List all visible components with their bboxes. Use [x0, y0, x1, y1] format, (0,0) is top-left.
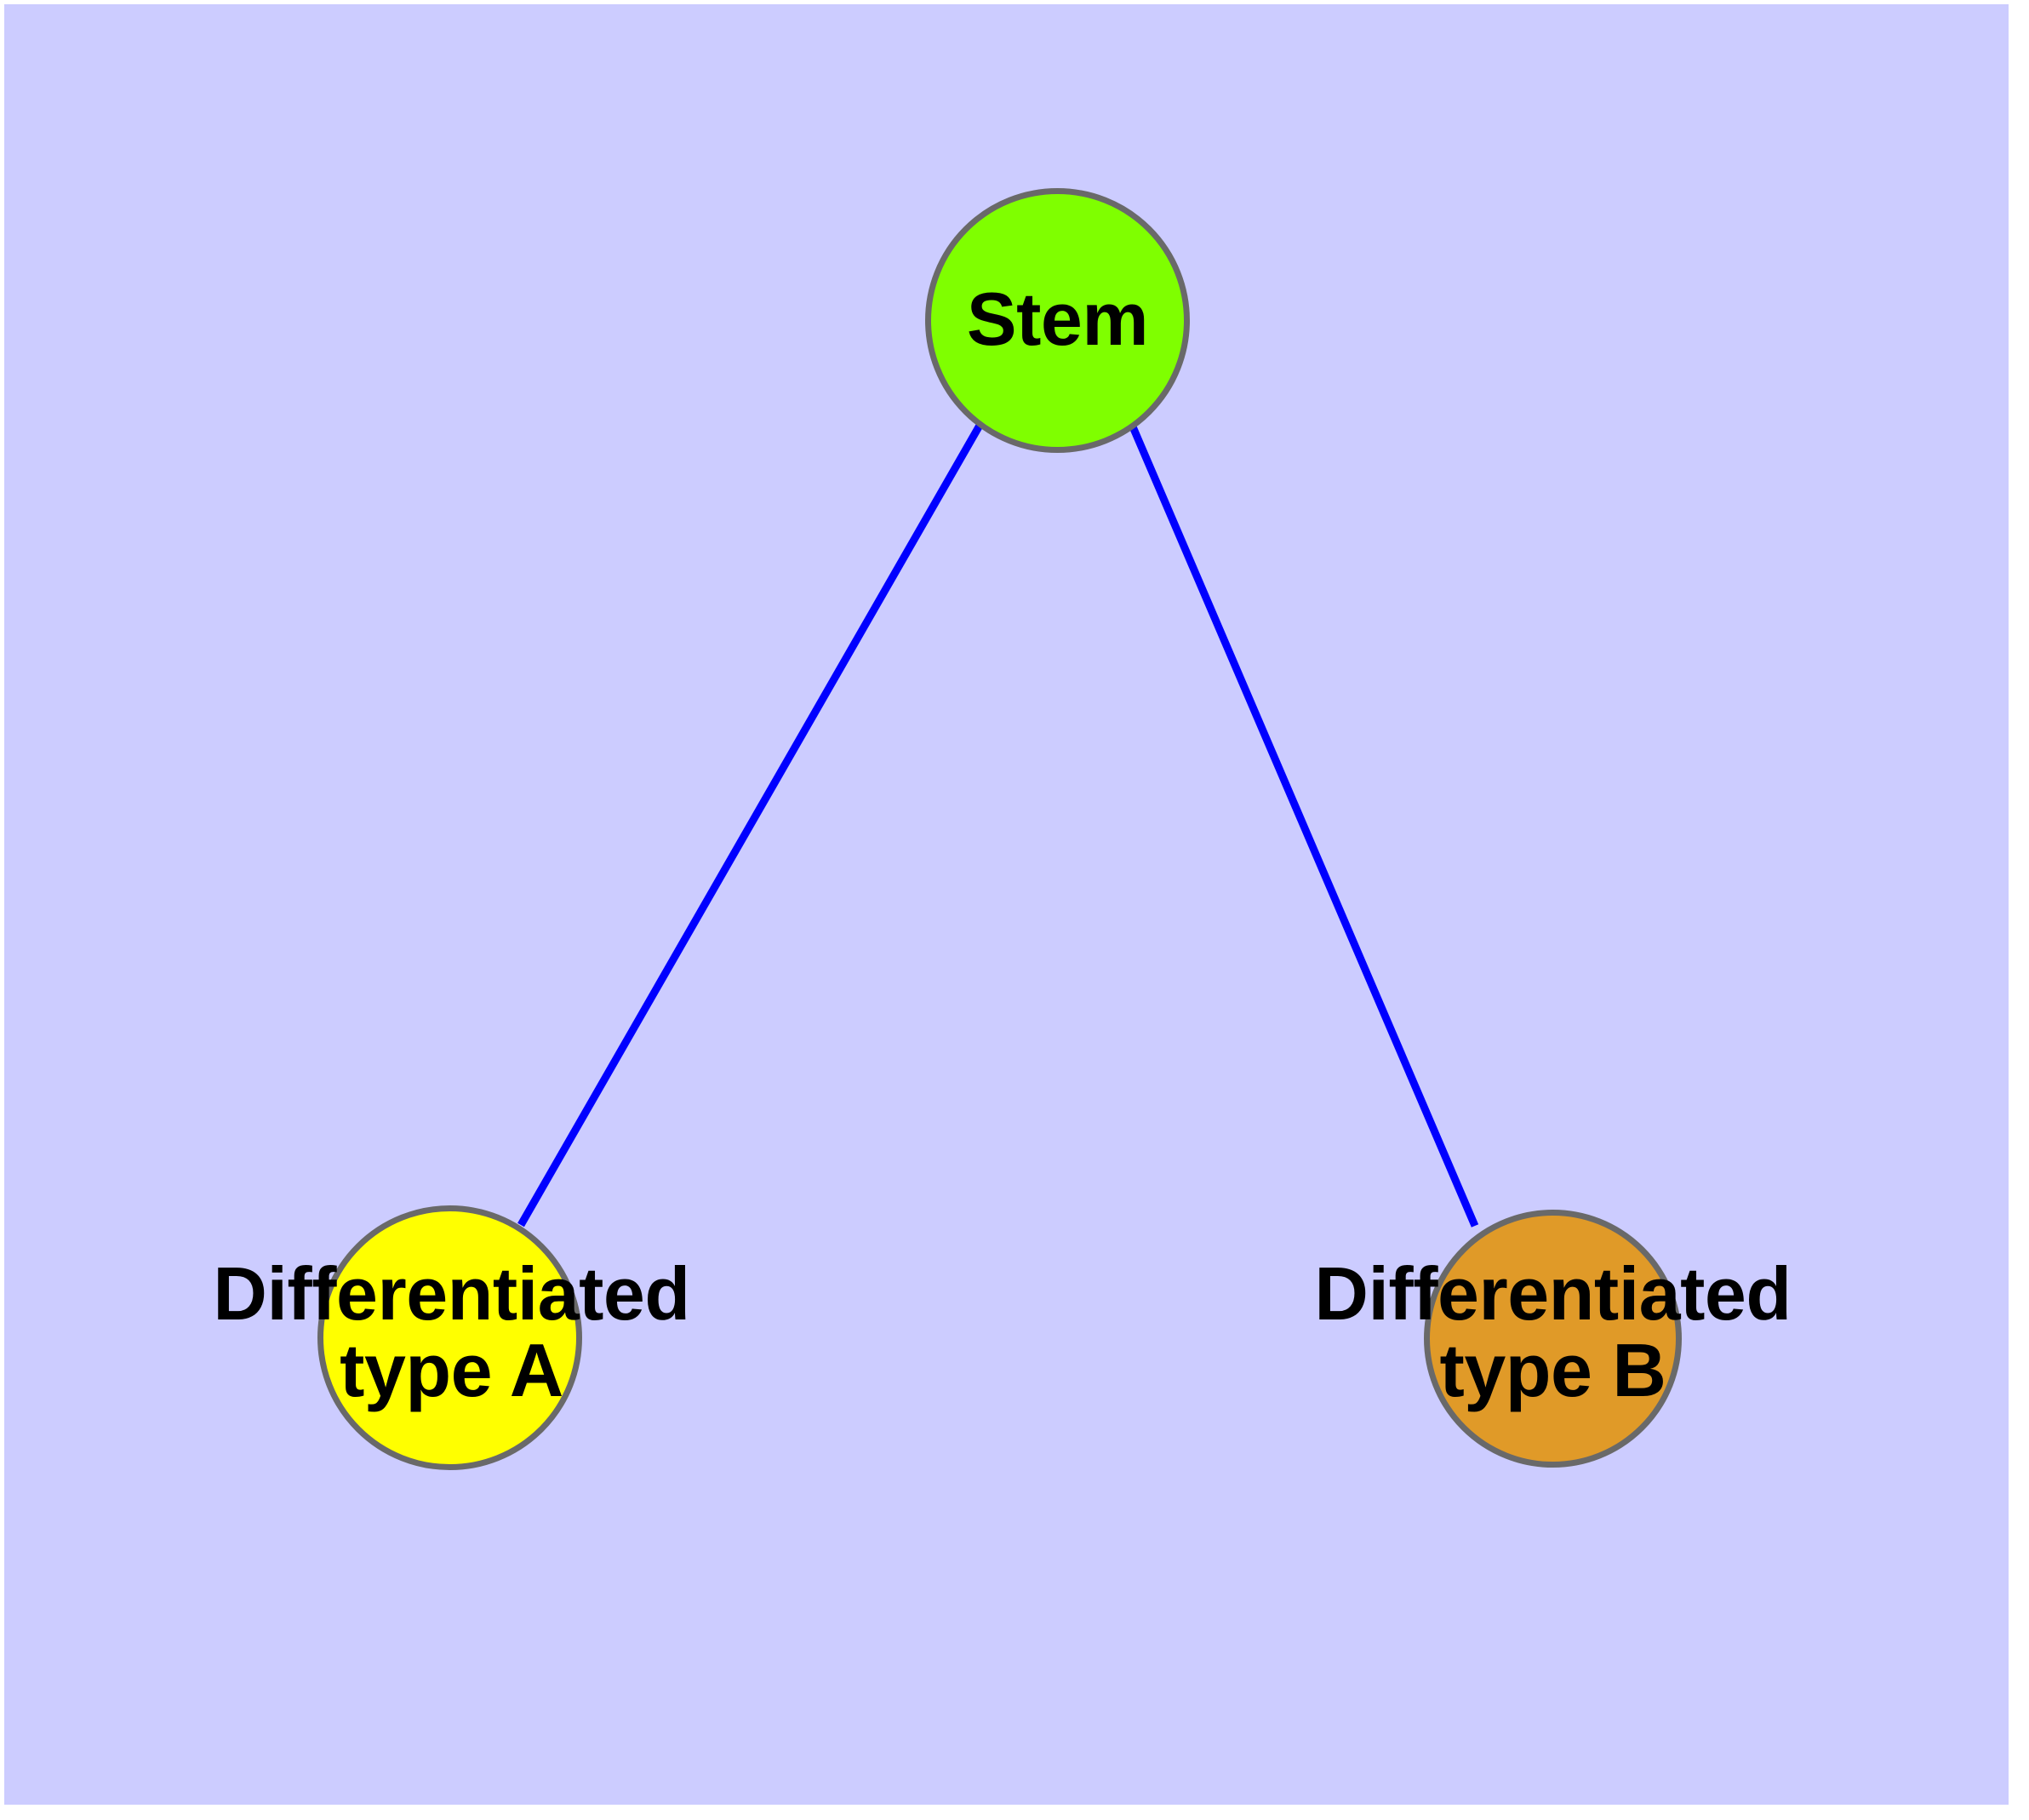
node-differentiated-type-a[interactable] [317, 1205, 582, 1470]
node-layer: Stem Differentiated type A Differentiate… [4, 4, 2009, 1805]
diagram-plot-area: Stem Differentiated type A Differentiate… [4, 4, 2009, 1805]
edge-stem-to-differentiated-type-b [1128, 423, 1479, 1228]
node-differentiated-type-b[interactable] [1424, 1210, 1682, 1468]
node-stem[interactable] [925, 188, 1190, 453]
edge-layer [517, 421, 1479, 1228]
edge-stem-to-differentiated-type-a [517, 421, 984, 1228]
